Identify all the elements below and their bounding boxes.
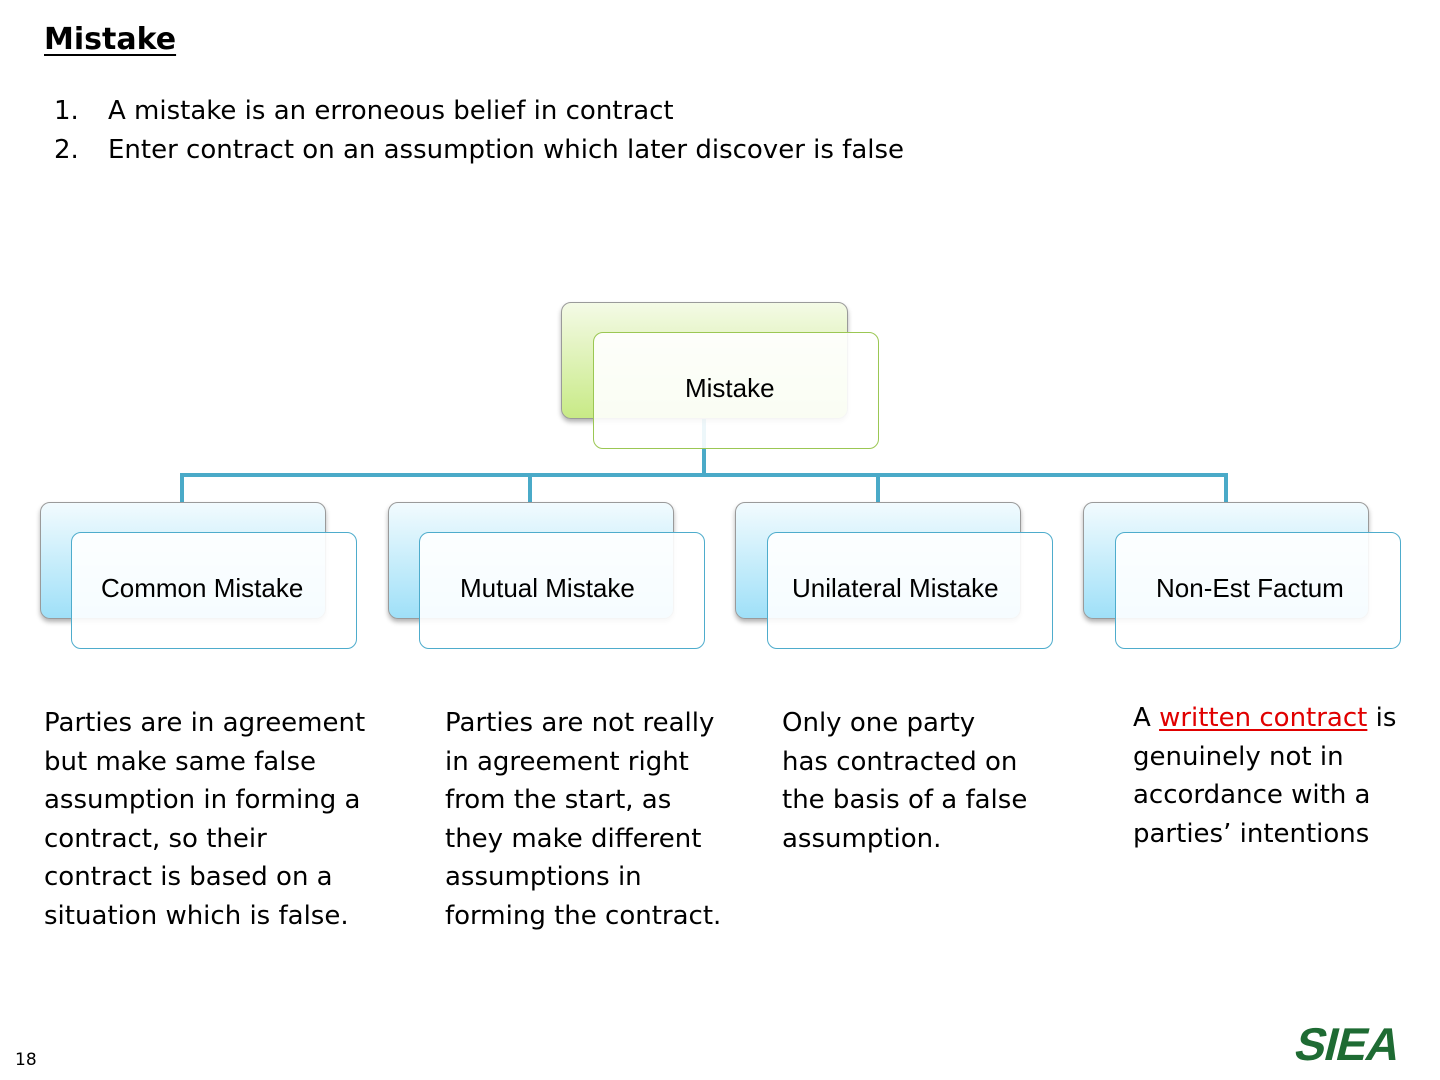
description-line: has contracted on bbox=[782, 746, 1018, 777]
description-line: assumption in forming a bbox=[44, 785, 361, 815]
node-common-mistake: Common Mistake bbox=[71, 532, 357, 649]
slide-title: Mistake bbox=[44, 22, 177, 57]
point-text: Enter contract on an assumption which la… bbox=[108, 135, 905, 165]
description-line: Parties are not really bbox=[445, 708, 715, 738]
description-non-est: A written contract is genuinely not in a… bbox=[1133, 699, 1396, 853]
written-contract-link[interactable]: written contract bbox=[1159, 703, 1368, 733]
node-unilateral-label: Unilateral Mistake bbox=[792, 573, 999, 603]
description-line: situation which is false. bbox=[44, 900, 349, 931]
root-node-mistake: Mistake bbox=[593, 332, 879, 449]
point-number: 2. bbox=[54, 135, 79, 165]
siea-logo: SIEA bbox=[1290, 1024, 1406, 1066]
description-line: accordance with a bbox=[1133, 780, 1371, 810]
description-line: parties’ intentions bbox=[1133, 818, 1370, 849]
node-common-label: Common Mistake bbox=[101, 573, 304, 603]
node-mutual-mistake: Mutual Mistake bbox=[419, 532, 705, 649]
description-line: assumption. bbox=[782, 823, 942, 854]
node-non-est-factum: Non-Est Factum bbox=[1115, 532, 1401, 649]
description-line: contract, so their bbox=[44, 823, 267, 854]
description-common: Parties are in agreement but make same f… bbox=[44, 704, 365, 935]
description-line: Only one party bbox=[782, 708, 976, 738]
point-item: 2. Enter contract on an assumption which … bbox=[54, 131, 904, 170]
node-unilateral-mistake: Unilateral Mistake bbox=[767, 532, 1053, 649]
root-node-label: Mistake bbox=[685, 373, 775, 403]
description-line: from the start, as bbox=[445, 785, 672, 815]
logo-text: SIEA bbox=[1290, 1024, 1406, 1066]
description-mutual: Parties are not really in agreement righ… bbox=[445, 704, 721, 935]
description-text: is bbox=[1367, 703, 1397, 733]
point-item: 1. A mistake is an erroneous belief in co… bbox=[54, 92, 904, 131]
description-unilateral: Only one party has contracted on the bas… bbox=[782, 704, 1027, 858]
description-line: but make same false bbox=[44, 746, 317, 777]
description-line: in agreement right bbox=[445, 746, 689, 777]
description-line: Parties are in agreement bbox=[44, 708, 366, 738]
description-line: A written contract is bbox=[1133, 699, 1396, 738]
point-number: 1. bbox=[54, 96, 79, 126]
point-text: A mistake is an erroneous belief in cont… bbox=[108, 96, 674, 126]
intro-points: 1. A mistake is an erroneous belief in co… bbox=[54, 92, 904, 170]
description-line: forming the contract. bbox=[445, 900, 722, 931]
description-line: genuinely not in bbox=[1133, 741, 1344, 772]
description-line: contract is based on a bbox=[44, 862, 333, 892]
description-text: A bbox=[1133, 703, 1160, 733]
page-number: 18 bbox=[15, 1050, 37, 1070]
description-line: they make different bbox=[445, 823, 702, 854]
node-mutual-label: Mutual Mistake bbox=[460, 573, 635, 603]
node-non-est-label: Non-Est Factum bbox=[1156, 573, 1344, 603]
description-line: the basis of a false bbox=[782, 785, 1028, 815]
description-line: assumptions in bbox=[445, 862, 642, 892]
